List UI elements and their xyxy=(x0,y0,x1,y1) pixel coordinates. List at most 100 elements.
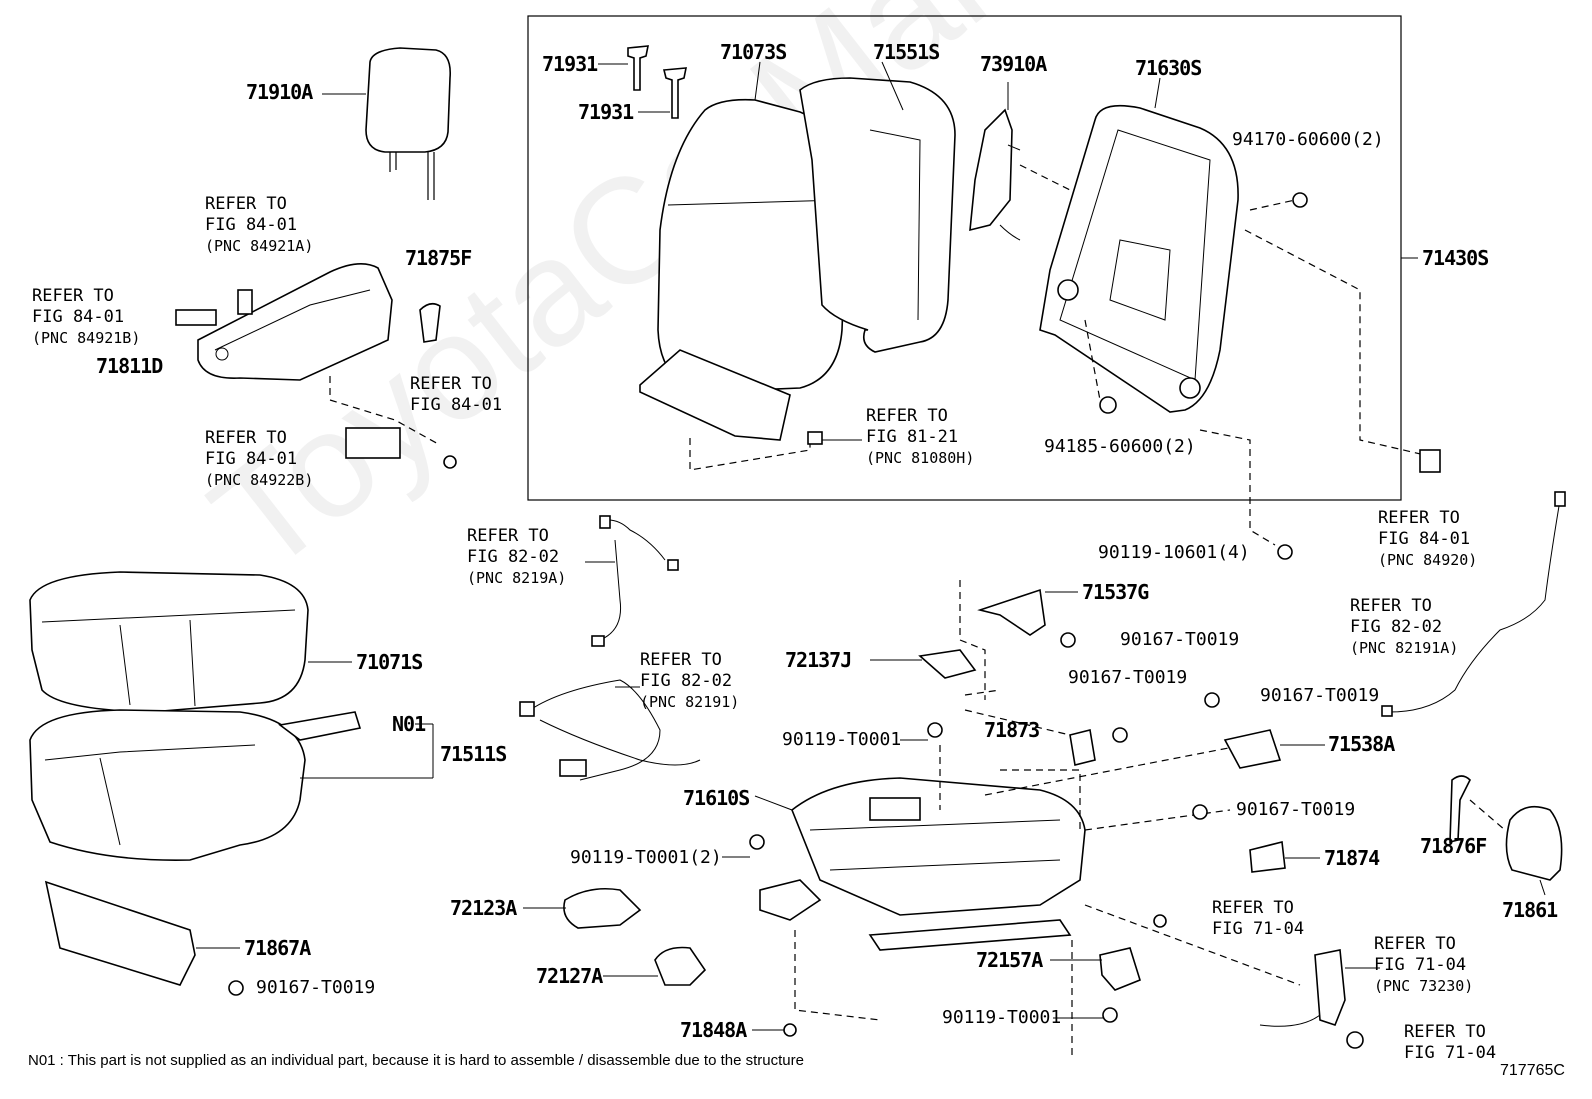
refer-line-2: FIG 84-01 xyxy=(1378,529,1471,549)
seatback-cover-71073S xyxy=(639,61,862,471)
refer-line-2: FIG 71-04 xyxy=(1404,1043,1497,1063)
refer-fig-84-01-84920: REFER TO FIG 84-01 (PNC 84920) xyxy=(1378,508,1477,571)
label-71511S: 71511S xyxy=(440,742,507,766)
refer-fig-84-01-84921B: REFER TO FIG 84-01 (PNC 84921B) xyxy=(32,286,140,349)
refer-line-1: REFER TO xyxy=(32,286,114,306)
refer-line-2: FIG 84-01 xyxy=(205,449,298,469)
knob-71876F-71861 xyxy=(1449,775,1563,896)
label-71874: 71874 xyxy=(1324,846,1380,870)
refer-line-1: REFER TO xyxy=(640,650,722,670)
label-71537G: 71537G xyxy=(1082,580,1149,604)
refer-fig-71-04-a: REFER TO FIG 71-04 xyxy=(1212,898,1304,940)
refer-line-1: REFER TO xyxy=(866,406,948,426)
label-71873: 71873 xyxy=(984,718,1040,742)
refer-fig-71-04-73230: REFER TO FIG 71-04 (PNC 73230) xyxy=(1374,934,1473,997)
seat-cushion-cover-71071S xyxy=(29,571,352,713)
label-71071S: 71071S xyxy=(356,650,423,674)
refer-line-1: REFER TO xyxy=(410,374,492,394)
refer-line-1: REFER TO xyxy=(1212,898,1294,918)
refer-line-1: REFER TO xyxy=(205,194,287,214)
refer-line-2: FIG 81-21 xyxy=(866,427,959,447)
refer-line-3: (PNC 8219A) xyxy=(467,569,567,587)
label-90119-T0001-a: 90119-T0001 xyxy=(782,729,902,750)
side-shield-71811D xyxy=(175,263,457,469)
refer-line-3: (PNC 81080H) xyxy=(866,449,975,467)
diagram-code: 717765C xyxy=(1500,1062,1565,1079)
refer-fig-81-21-81080H: REFER TO FIG 81-21 (PNC 81080H) xyxy=(866,406,974,469)
refer-line-3: (PNC 82191A) xyxy=(1350,639,1459,657)
bolts xyxy=(722,722,1118,1060)
refer-line-2: FIG 71-04 xyxy=(1212,919,1305,939)
brackets-71873-71538A-71874 xyxy=(1000,692,1325,873)
refer-line-1: REFER TO xyxy=(1374,934,1456,954)
label-90119-T0001-b: 90119-T0001 xyxy=(942,1007,1062,1028)
label-71430S: 71430S xyxy=(1422,246,1489,270)
label-72157A: 72157A xyxy=(976,948,1043,972)
refer-fig-82-02-82191A: REFER TO FIG 82-02 (PNC 82191A) xyxy=(1350,596,1458,659)
label-71875F: 71875F xyxy=(405,246,472,270)
harness-82191A xyxy=(1381,491,1566,717)
label-71848A: 71848A xyxy=(680,1018,747,1042)
refer-fig-84-01-84921A: REFER TO FIG 84-01 (PNC 84921A) xyxy=(205,194,313,257)
refer-line-1: REFER TO xyxy=(1350,596,1432,616)
label-71931-bottom: 71931 xyxy=(578,100,634,124)
refer-fig-84-01-bolt: REFER TO FIG 84-01 xyxy=(410,374,502,416)
label-71861: 71861 xyxy=(1502,898,1558,922)
label-71910A: 71910A xyxy=(246,80,313,104)
label-71876F: 71876F xyxy=(1420,834,1487,858)
refer-line-2: FIG 82-02 xyxy=(1350,617,1443,637)
label-90167-T0019-b: 90167-T0019 xyxy=(1120,629,1240,650)
refer-fig-82-02-82191: REFER TO FIG 82-02 (PNC 82191) xyxy=(640,650,739,713)
refer-line-2: FIG 82-02 xyxy=(467,547,560,567)
headrest-71910A xyxy=(322,47,452,200)
label-71931-top: 71931 xyxy=(542,52,598,76)
refer-line-3: (PNC 84921B) xyxy=(32,329,141,347)
brackets-71537G-72137J xyxy=(870,580,1078,700)
label-90119-T0001-2: 90119-T0001(2) xyxy=(570,847,722,868)
seatbelt-buckle-73230 xyxy=(1153,914,1380,1049)
refer-line-1: REFER TO xyxy=(205,428,287,448)
label-73910A: 73910A xyxy=(980,52,1047,76)
refer-fig-84-01-84922B: REFER TO FIG 84-01 (PNC 84922B) xyxy=(205,428,313,491)
label-71630S: 71630S xyxy=(1135,56,1202,80)
label-90167-T0019-c: 90167-T0019 xyxy=(1068,667,1188,688)
label-90119-10601: 90119-10601(4) xyxy=(1098,542,1250,563)
label-72127A: 72127A xyxy=(536,964,603,988)
refer-line-3: (PNC 84921A) xyxy=(205,237,314,255)
refer-line-2: FIG 84-01 xyxy=(205,215,298,235)
harness-8219A xyxy=(585,515,679,647)
refer-line-1: REFER TO xyxy=(1378,508,1460,528)
label-71551S: 71551S xyxy=(873,40,940,64)
cushion-lower-cover-71867A xyxy=(44,880,244,996)
label-94170-60600: 94170-60600(2) xyxy=(1232,129,1384,150)
refer-line-2: FIG 84-01 xyxy=(410,395,503,415)
refer-line-2: FIG 82-02 xyxy=(640,671,733,691)
footnote-n01: N01 : This part is not supplied as an in… xyxy=(28,1052,804,1069)
refer-line-3: (PNC 82191) xyxy=(640,693,740,711)
label-90167-T0019-a: 90167-T0019 xyxy=(256,977,376,998)
refer-line-3: (PNC 84922B) xyxy=(205,471,314,489)
seat-adjuster-71610S xyxy=(754,709,1301,986)
refer-line-2: FIG 71-04 xyxy=(1374,955,1467,975)
clips-71931 xyxy=(598,45,687,119)
seatback-pad-71551S xyxy=(799,61,956,353)
label-72137J: 72137J xyxy=(785,648,852,672)
label-71610S: 71610S xyxy=(683,786,750,810)
refer-line-3: (PNC 84920) xyxy=(1378,551,1478,569)
label-N01: N01 xyxy=(392,712,426,736)
refer-line-1: REFER TO xyxy=(467,526,549,546)
refer-line-2: FIG 84-01 xyxy=(32,307,125,327)
covers-72123A-72127A-72157A xyxy=(523,887,1141,991)
harness-82191 xyxy=(519,679,701,781)
label-71811D: 71811D xyxy=(96,354,163,378)
label-71867A: 71867A xyxy=(244,936,311,960)
label-71538A: 71538A xyxy=(1328,732,1395,756)
refer-fig-71-04-b: REFER TO FIG 71-04 xyxy=(1404,1022,1496,1064)
label-71073S: 71073S xyxy=(720,40,787,64)
refer-fig-82-02-8219A: REFER TO FIG 82-02 (PNC 8219A) xyxy=(467,526,566,589)
label-90167-T0019-d: 90167-T0019 xyxy=(1260,685,1380,706)
label-90167-T0019-e: 90167-T0019 xyxy=(1236,799,1356,820)
seatback-frame-71630S xyxy=(1039,77,1441,560)
refer-line-3: (PNC 73230) xyxy=(1374,977,1474,995)
